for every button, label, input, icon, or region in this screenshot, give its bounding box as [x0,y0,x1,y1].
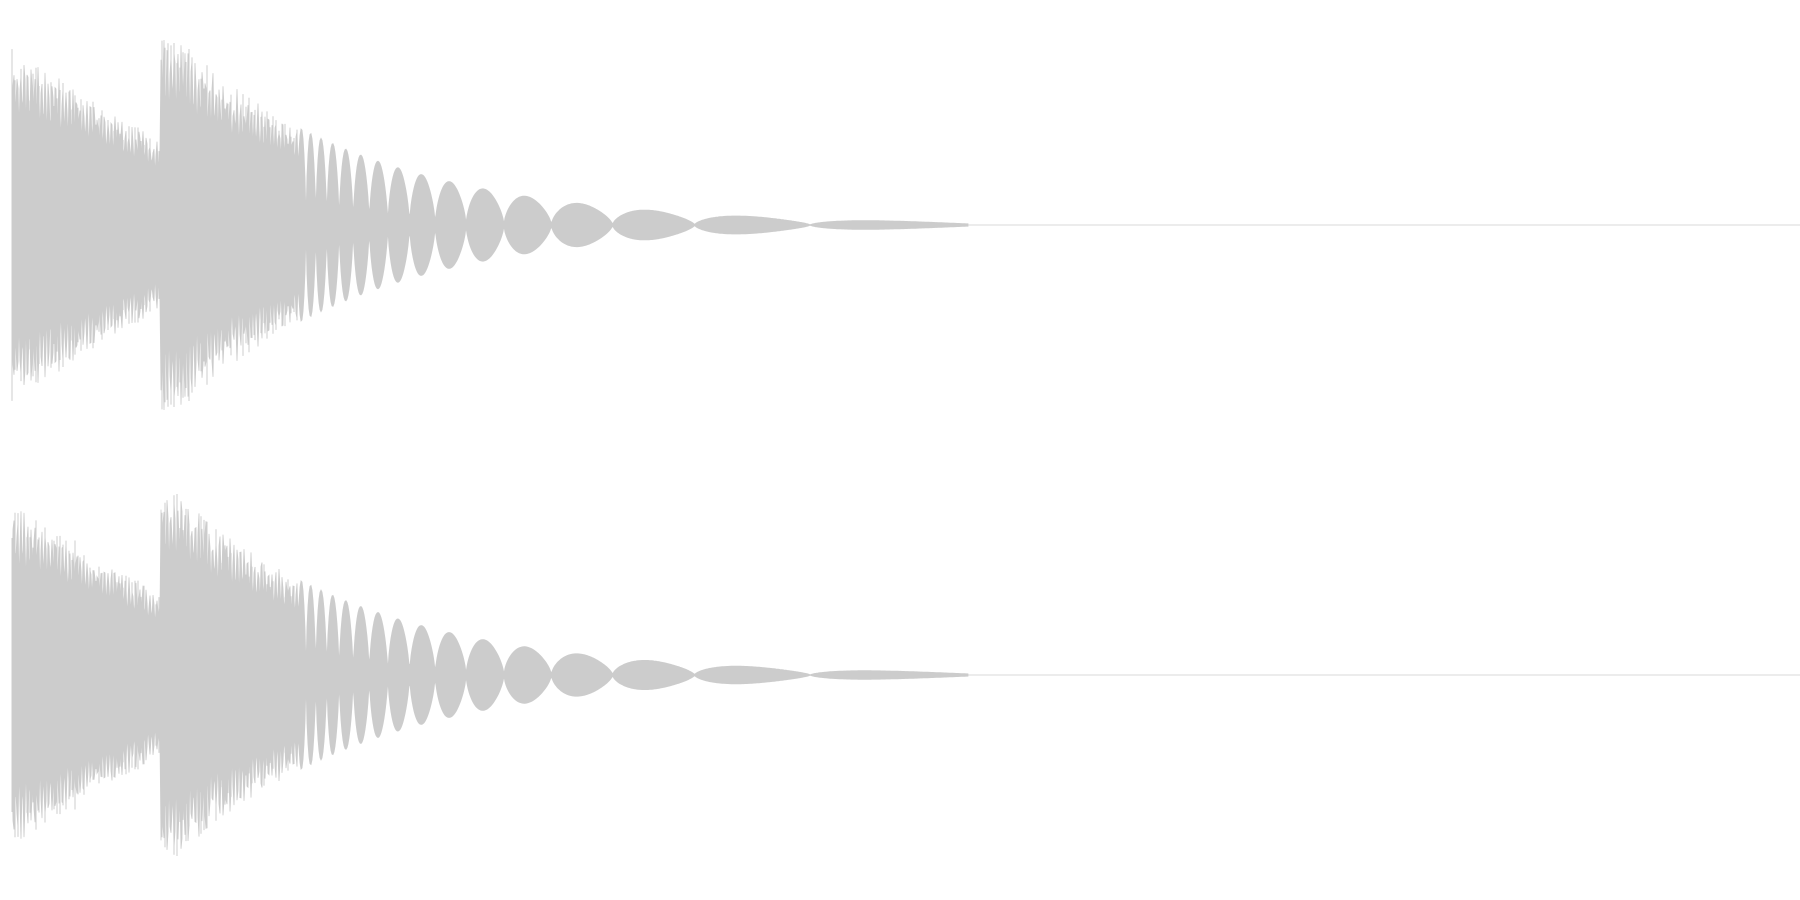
waveform-signal [11,39,969,411]
waveform-signal [11,500,969,850]
waveform-channel-right [11,494,1800,856]
waveform-channel-left [11,39,1800,411]
